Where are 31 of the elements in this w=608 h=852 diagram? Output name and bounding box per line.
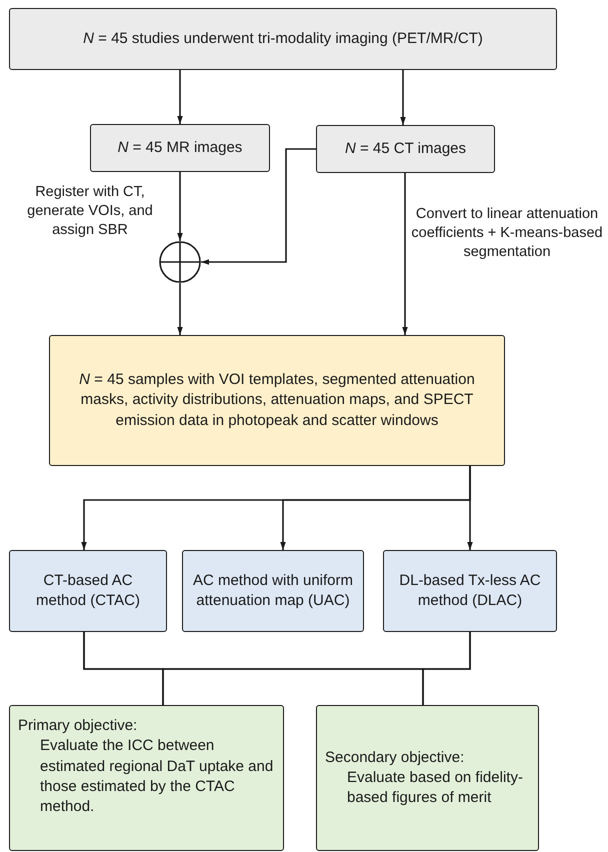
box-text: N = 45 samples with VOI templates, segmented attenuation masks, activity distributions, attenuation maps, and SPECT emission data in photopeak and scatter windows bbox=[78, 370, 476, 431]
process-box bbox=[9, 8, 557, 70]
edge-label: Register with CT, generate VOIs, and assign SBR bbox=[26, 183, 154, 240]
method-box bbox=[182, 550, 364, 632]
box-text: Evaluate based on fidelity-based figures of merit bbox=[346, 768, 524, 808]
arrow bbox=[177, 283, 183, 335]
arrow bbox=[177, 172, 183, 241]
method-box bbox=[9, 550, 167, 632]
objective-box bbox=[316, 705, 539, 851]
box-heading: Secondary objective: bbox=[325, 748, 464, 768]
circle-symbol bbox=[159, 241, 201, 283]
arrow bbox=[402, 173, 408, 335]
box-text: CT-based AC method (CTAC) bbox=[35, 570, 141, 611]
process-box bbox=[316, 125, 495, 173]
process-box bbox=[90, 124, 270, 172]
box-text: N = 45 MR images bbox=[118, 138, 242, 158]
method-box bbox=[383, 550, 557, 632]
connector-line bbox=[422, 632, 471, 705]
edge-label: Convert to linear attenuation coefficients + K-means-based segmentation bbox=[410, 205, 604, 262]
box-text: Evaluate the ICC between estimated regional DaT uptake and those estimated by the CTAC method. bbox=[39, 736, 274, 817]
objective-box bbox=[9, 705, 284, 851]
box-text: AC method with uniform attenuation map (UAC) bbox=[192, 570, 354, 611]
process-box bbox=[49, 335, 505, 466]
arrow bbox=[201, 148, 316, 265]
box-text: N = 45 CT images bbox=[344, 138, 466, 159]
box-text: N = 45 studies underwent tri-modality imaging (PET/MR/CT) bbox=[83, 28, 483, 49]
arrow bbox=[177, 70, 183, 124]
arrow bbox=[400, 70, 406, 125]
arrow bbox=[467, 466, 473, 550]
box-heading: Primary objective: bbox=[18, 716, 138, 736]
box-text: DL-based Tx-less AC method (DLAC) bbox=[398, 570, 542, 611]
